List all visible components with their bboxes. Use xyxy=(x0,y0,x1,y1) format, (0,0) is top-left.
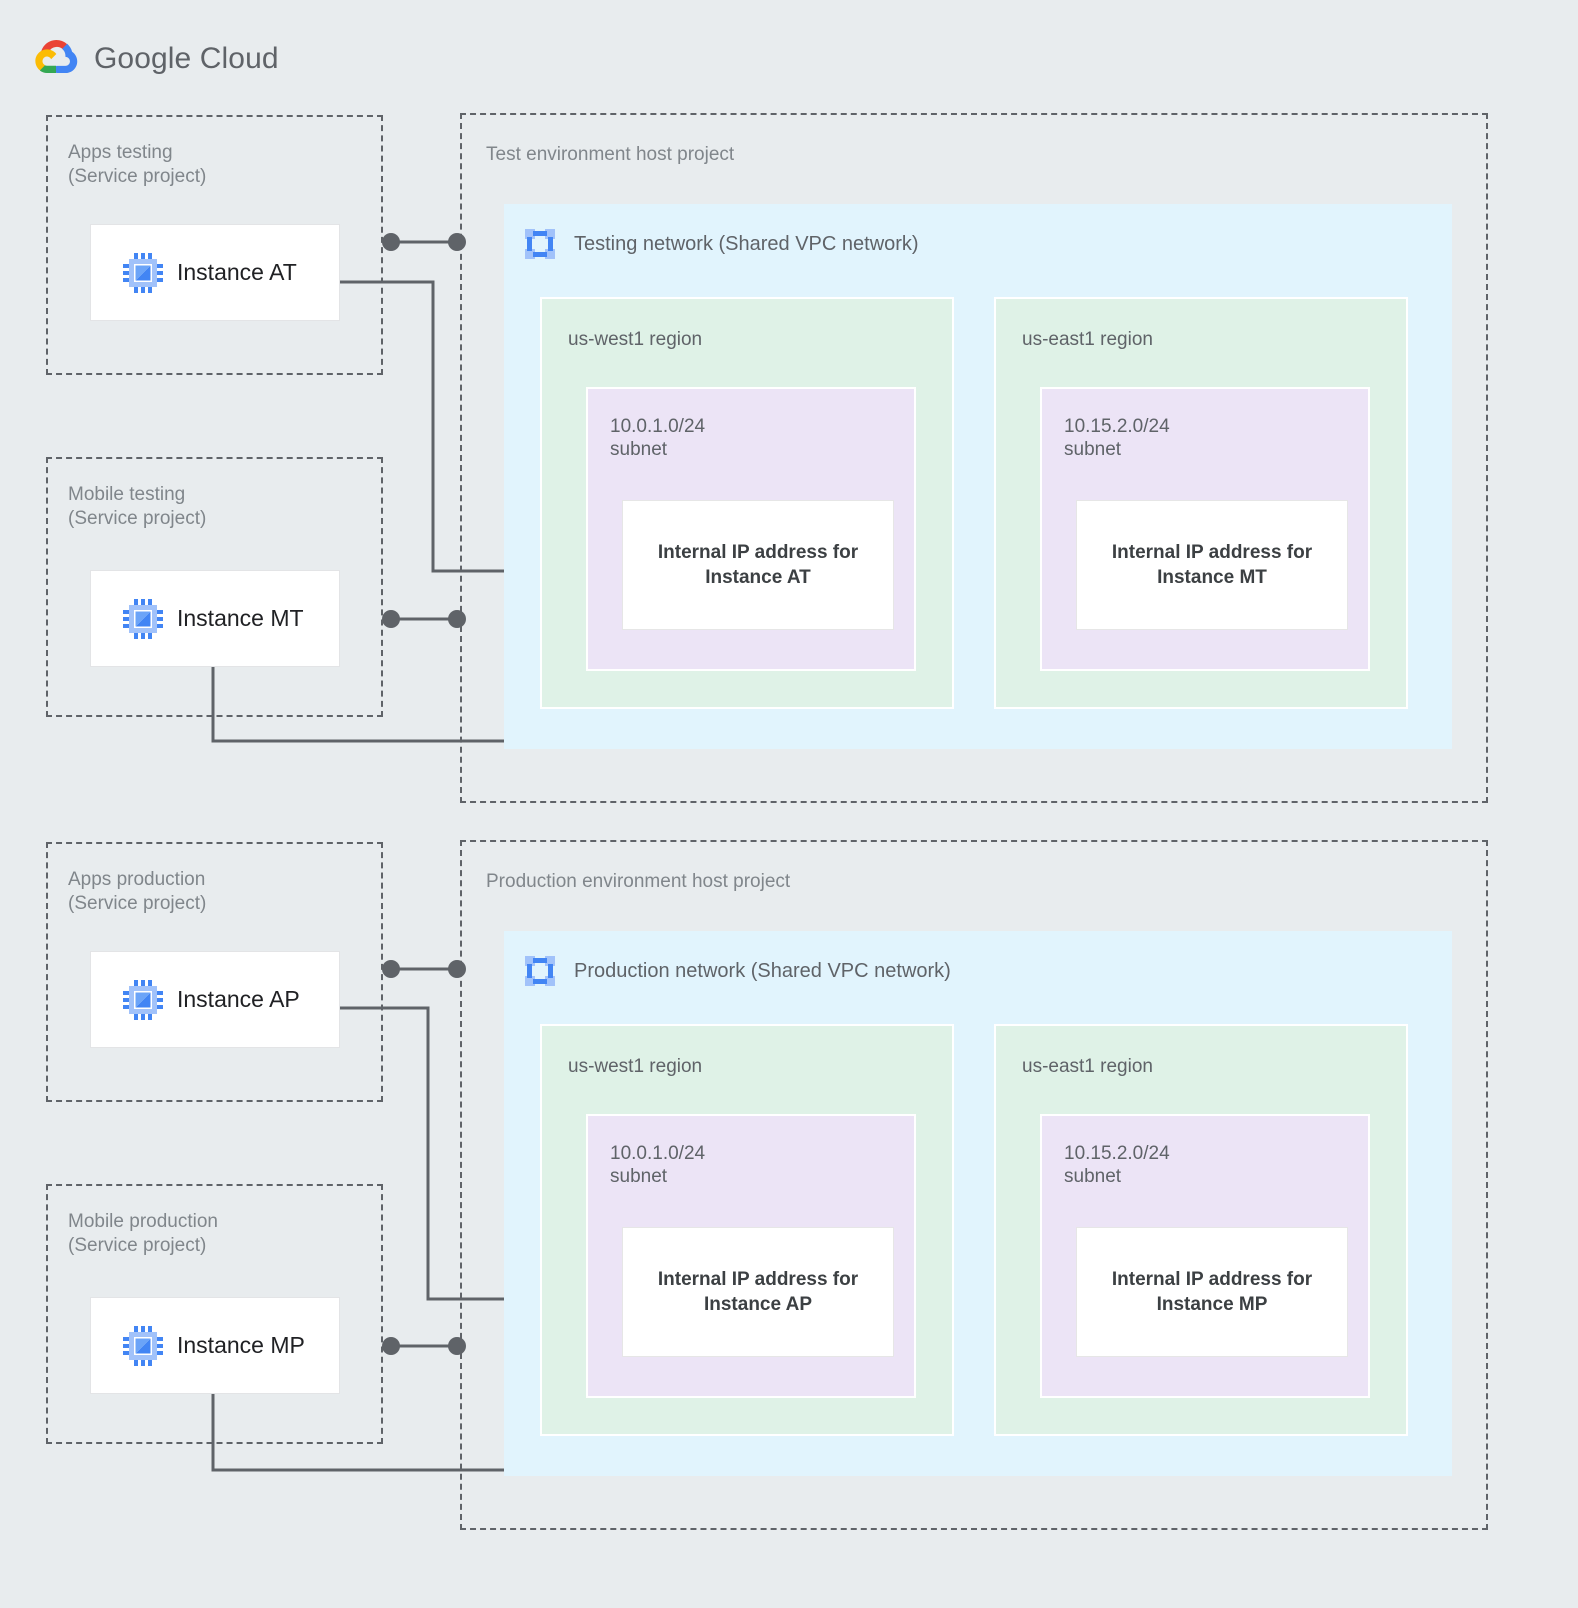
internal-ip-label: Internal IP address for Instance MT xyxy=(1111,542,1313,588)
vpc-network-icon xyxy=(522,226,558,262)
subnet-label: 10.0.1.0/24 subnet xyxy=(610,1143,706,1187)
service-project-title: Apps testing (Service project) xyxy=(68,142,207,187)
instance-label: Instance AP xyxy=(177,986,300,1012)
service-project-title: Mobile testing (Service project) xyxy=(68,484,207,529)
vm-instance-icon xyxy=(123,979,163,1020)
service-project-mobile-testing: Mobile testing (Service project) xyxy=(46,457,383,717)
vpc-network-label: Testing network (Shared VPC network) xyxy=(574,232,919,255)
region-label: us-east1 region xyxy=(1022,329,1153,350)
vpc-network-testing: Testing network (Shared VPC network) us-… xyxy=(504,204,1452,749)
service-project-apps-testing: Apps testing (Service project) xyxy=(46,115,383,375)
subnet-prod-us-west1: 10.0.1.0/24 subnet Internal IP address f… xyxy=(586,1114,916,1398)
logo-word-cloud: Cloud xyxy=(191,41,279,75)
google-cloud-logo: Google Cloud xyxy=(34,36,279,81)
subnet-prod-us-east1: 10.15.2.0/24 subnet Internal IP address … xyxy=(1040,1114,1370,1398)
logo-word-google: Google xyxy=(94,41,192,75)
internal-ip-label: Internal IP address for Instance AP xyxy=(657,1269,859,1315)
host-project-production: Production environment host project xyxy=(460,840,1488,1530)
vpc-network-header: Production network (Shared VPC network) xyxy=(522,953,951,989)
vpc-network-icon xyxy=(522,953,558,989)
vm-instance-icon xyxy=(123,1325,163,1366)
subnet-test-us-east1: 10.15.2.0/24 subnet Internal IP address … xyxy=(1040,387,1370,671)
instance-card-ap[interactable]: Instance AP xyxy=(90,951,340,1048)
vpc-network-header: Testing network (Shared VPC network) xyxy=(522,226,919,262)
subnet-test-us-west1: 10.0.1.0/24 subnet Internal IP address f… xyxy=(586,387,916,671)
host-project-title: Production environment host project xyxy=(486,871,791,892)
vm-instance-icon xyxy=(123,252,163,293)
internal-ip-box-mt: Internal IP address for Instance MT xyxy=(1076,500,1348,630)
instance-card-mt[interactable]: Instance MT xyxy=(90,570,340,667)
region-test-us-west1: us-west1 region 10.0.1.0/24 subnet Inter… xyxy=(540,297,954,709)
instance-card-mp[interactable]: Instance MP xyxy=(90,1297,340,1394)
internal-ip-box-at: Internal IP address for Instance AT xyxy=(622,500,894,630)
service-project-title: Apps production (Service project) xyxy=(68,869,207,914)
instance-label: Instance AT xyxy=(177,259,297,285)
host-project-test: Test environment host project xyxy=(460,113,1488,803)
vpc-network-production: Production network (Shared VPC network) … xyxy=(504,931,1452,1476)
region-label: us-west1 region xyxy=(568,1056,703,1077)
host-project-title: Test environment host project xyxy=(486,144,735,165)
internal-ip-label: Internal IP address for Instance MP xyxy=(1111,1269,1313,1315)
subnet-label: 10.15.2.0/24 subnet xyxy=(1064,416,1170,460)
instance-label: Instance MT xyxy=(177,605,304,631)
subnet-label: 10.15.2.0/24 subnet xyxy=(1064,1143,1170,1187)
service-project-title: Mobile production (Service project) xyxy=(68,1211,218,1256)
region-label: us-west1 region xyxy=(568,329,703,350)
region-prod-us-east1: us-east1 region 10.15.2.0/24 subnet Inte… xyxy=(994,1024,1408,1436)
instance-label: Instance MP xyxy=(177,1332,305,1358)
service-project-apps-production: Apps production (Service project) xyxy=(46,842,383,1102)
google-cloud-logo-icon xyxy=(34,36,82,81)
vpc-network-label: Production network (Shared VPC network) xyxy=(574,959,951,982)
subnet-label: 10.0.1.0/24 subnet xyxy=(610,416,706,460)
internal-ip-label: Internal IP address for Instance AT xyxy=(657,542,859,588)
internal-ip-box-mp: Internal IP address for Instance MP xyxy=(1076,1227,1348,1357)
vm-instance-icon xyxy=(123,598,163,639)
internal-ip-box-ap: Internal IP address for Instance AP xyxy=(622,1227,894,1357)
instance-card-at[interactable]: Instance AT xyxy=(90,224,340,321)
region-label: us-east1 region xyxy=(1022,1056,1153,1077)
region-test-us-east1: us-east1 region 10.15.2.0/24 subnet Inte… xyxy=(994,297,1408,709)
google-cloud-logo-text: Google Cloud xyxy=(94,42,279,76)
service-project-mobile-production: Mobile production (Service project) xyxy=(46,1184,383,1444)
region-prod-us-west1: us-west1 region 10.0.1.0/24 subnet Inter… xyxy=(540,1024,954,1436)
